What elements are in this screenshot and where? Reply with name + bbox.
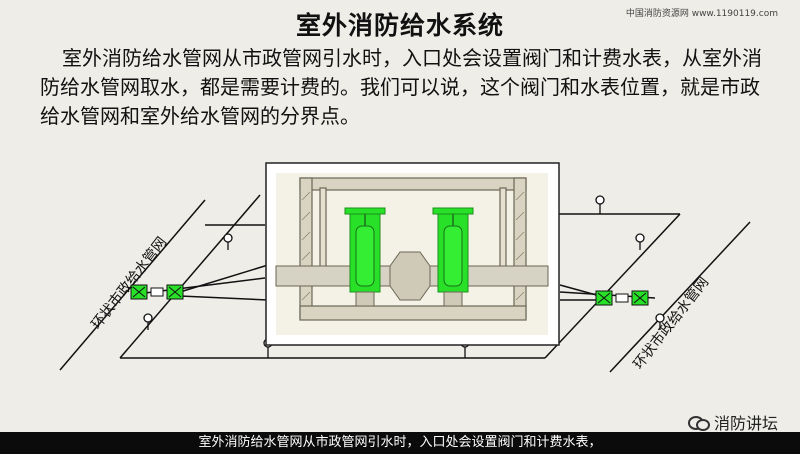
right-municipal-pipe-b [609,221,751,373]
water-meter-icon [615,293,629,303]
left-branch-line [144,277,266,294]
hydrant-icon [595,195,605,214]
slide-title: 室外消防给水系统 [295,11,504,40]
hydrant-icon [635,233,645,250]
channel-watermark: 消防讲坛 [687,410,778,434]
valve-pit-inset [265,162,560,346]
right-municipal-pipe-a [544,213,681,359]
water-meter-icon [150,287,164,297]
left-municipal-pipe-b [119,194,261,359]
inset-lead-left-2 [179,295,269,301]
site-credit: 中国消防资源网 www.1190119.com [625,9,778,19]
left-valve-meter-group [130,284,184,300]
left-pipe-label: 环状市政给水管网 [88,234,170,333]
chat-bubbles-icon [687,414,710,431]
right-valve-meter-group [595,290,649,306]
hydrant-icon [655,313,665,330]
hydrant-icon [223,233,233,250]
inset-lead-right-1 [559,284,601,297]
hydrant-icon [143,313,153,330]
slide-paragraph: 室外消防给水管网从市政管网引水时，入口处会设置阀门和计费水表，从室外消防给水管网… [40,44,775,131]
watermark-text: 消防讲坛 [713,414,778,433]
paragraph-text: 室外消防给水管网从市政管网引水时，入口处会设置阀门和计费水表，从室外消防给水管网… [40,46,762,128]
right-pipe-label: 环状市政给水管网 [630,274,712,373]
inset-valve-left [344,207,386,293]
inset-lead-left-1 [179,264,269,293]
subtitle-caption: 室外消防给水管网从市政管网引水时，入口处会设置阀门和计费水表， [0,432,800,454]
inset-valve-right [432,207,474,293]
